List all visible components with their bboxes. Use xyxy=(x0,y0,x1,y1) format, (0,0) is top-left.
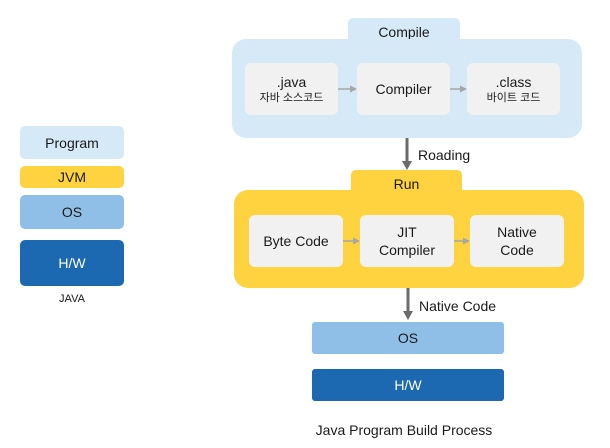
stack-program-label: Program xyxy=(45,134,99,151)
arrow-jit-to-native xyxy=(454,237,470,245)
class-bytecode-node: .class 바이트 코드 xyxy=(467,63,560,115)
hw-box: H/W xyxy=(312,369,504,401)
run-title: Run xyxy=(393,176,420,192)
arrow-run-to-os xyxy=(403,288,413,320)
native-line2: Code xyxy=(500,242,534,258)
native-code-node: Native Code xyxy=(470,215,564,267)
arrow-bytecode-to-jit xyxy=(343,237,360,245)
stack-hw: H/W xyxy=(20,240,124,286)
compiler-node: Compiler xyxy=(357,63,450,115)
os-box: OS xyxy=(312,322,504,354)
stack-caption: JAVA xyxy=(59,293,85,305)
diagram-caption: Java Program Build Process xyxy=(315,422,493,438)
native-line1: Native xyxy=(497,224,537,240)
class-ext: .class xyxy=(495,73,532,90)
stack-hw-label: H/W xyxy=(58,255,86,271)
java-source-node: .java 자바 소스코드 xyxy=(245,63,338,115)
native-code-label: Native Code xyxy=(419,298,497,314)
java-source-desc: 자바 소스코드 xyxy=(259,91,324,104)
byte-code-node: Byte Code xyxy=(249,215,343,267)
os-label: OS xyxy=(397,330,419,346)
jit-line1: JIT xyxy=(397,224,417,240)
stack-jvm: JVM xyxy=(20,166,124,188)
java-source-ext: .java xyxy=(276,73,307,90)
class-desc: 바이트 코드 xyxy=(486,91,541,104)
roading-label: Roading xyxy=(418,147,471,163)
arrow-compiler-to-class xyxy=(450,85,467,93)
jit-line2: Compiler xyxy=(378,242,435,258)
compile-title: Compile xyxy=(378,24,430,40)
jit-compiler-node: JIT Compiler xyxy=(360,215,454,267)
hw-label: H/W xyxy=(394,377,422,393)
arrow-compile-to-run xyxy=(402,138,412,170)
byte-code-label: Byte Code xyxy=(263,233,329,249)
stack-jvm-label: JVM xyxy=(58,169,86,185)
stack-os-label: OS xyxy=(61,204,83,220)
stack-program: Program xyxy=(20,126,124,159)
compiler-label: Compiler xyxy=(375,81,432,97)
stack-os: OS xyxy=(20,195,124,229)
arrow-source-to-compiler xyxy=(338,85,357,93)
